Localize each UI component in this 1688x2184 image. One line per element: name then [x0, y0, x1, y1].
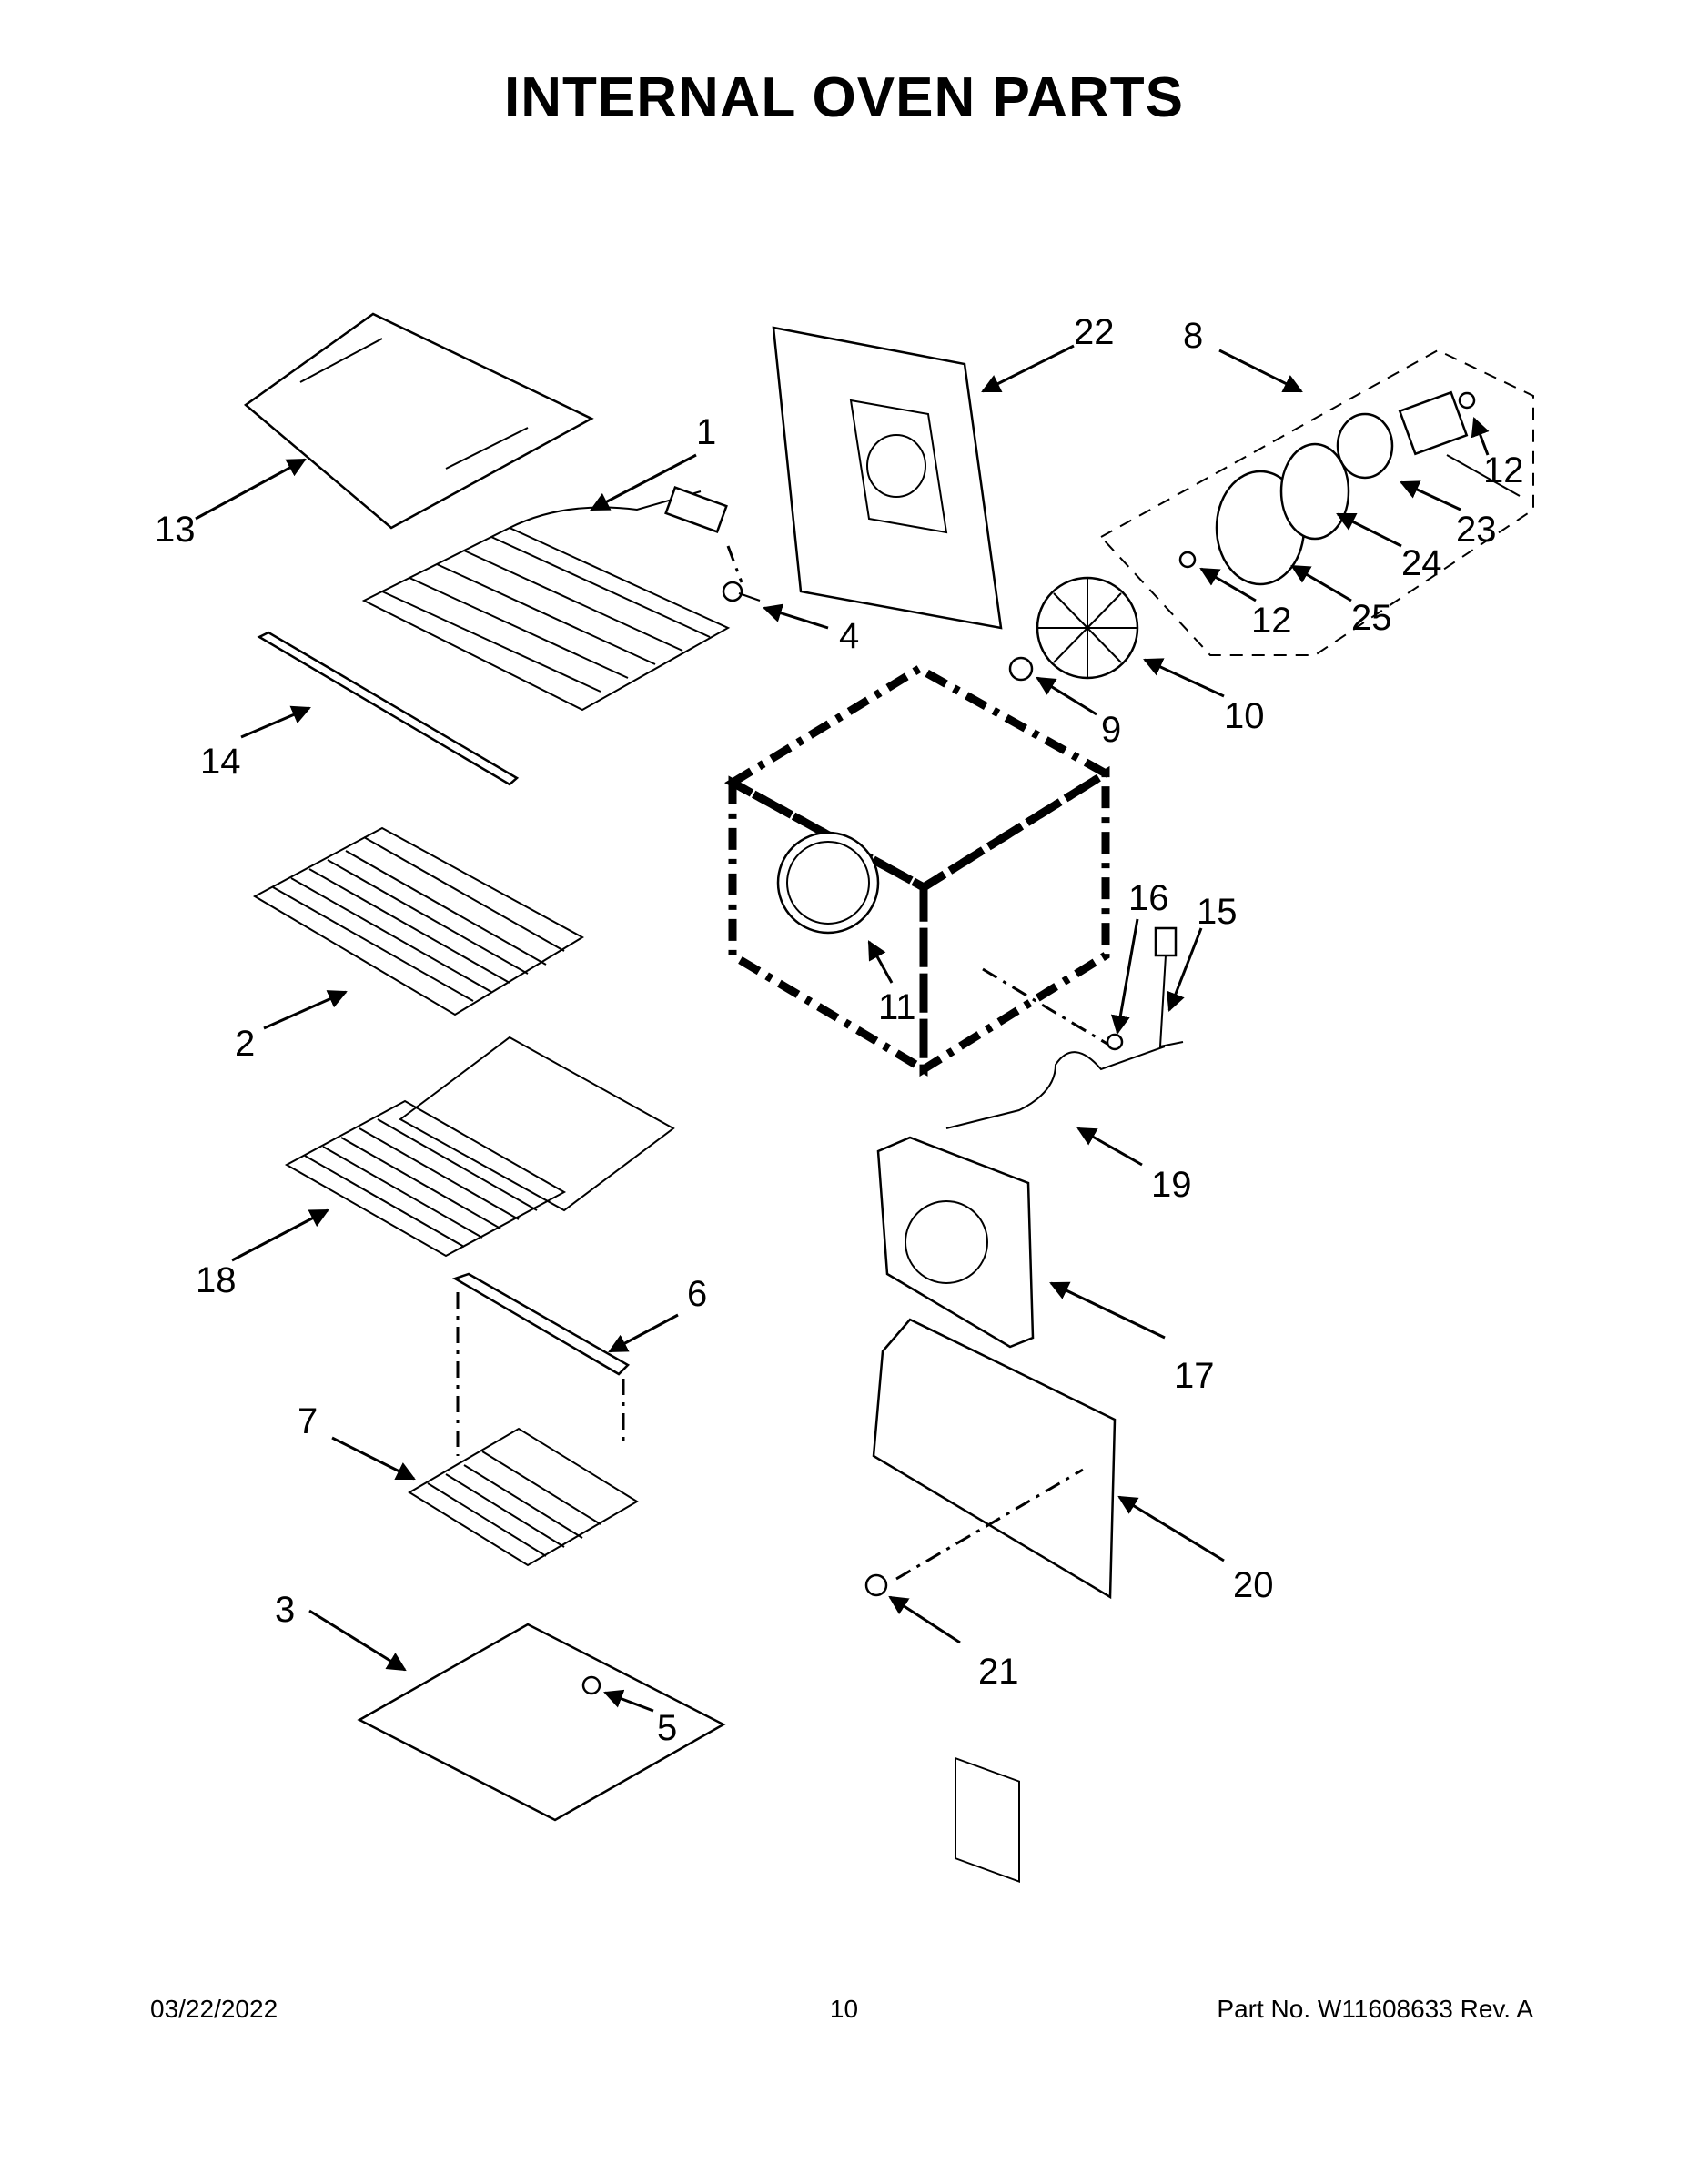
- callout-11: 11: [878, 987, 916, 1027]
- part-14-rail: [257, 631, 520, 786]
- part-15-sensor-harness: [1154, 926, 1184, 1048]
- part-20-rear-cover: [872, 1318, 1117, 1884]
- leader-lines: [195, 344, 1490, 1713]
- callout-6: 6: [687, 1274, 707, 1314]
- footer-page-number: 10: [829, 1995, 859, 2023]
- callout-18: 18: [196, 1260, 237, 1300]
- part-4-screw: [722, 581, 761, 602]
- footer-part-number: Part No. W11608633 Rev. A: [1217, 1995, 1533, 2023]
- callout-23: 23: [1456, 510, 1497, 550]
- callout-19: 19: [1151, 1165, 1192, 1205]
- part-8-motor-assembly-box: [1099, 349, 1534, 656]
- part-23-gasket: [1336, 412, 1394, 480]
- part-10-fan-blade: [1036, 576, 1139, 680]
- callout-12b: 12: [1251, 601, 1292, 641]
- part-18-sliding-rack: [284, 1036, 675, 1258]
- part-5-screw: [581, 1675, 601, 1695]
- callout-4: 4: [839, 616, 859, 656]
- part-12-screw-a: [1458, 391, 1476, 410]
- callout-24: 24: [1401, 543, 1442, 583]
- callout-13: 13: [155, 510, 196, 550]
- callout-21: 21: [978, 1652, 1019, 1692]
- part-13-top-shield: [243, 312, 594, 530]
- part-6-bracket: [451, 1272, 631, 1456]
- part-7-bake-element: [408, 1427, 639, 1567]
- part-16-nut: [1106, 1033, 1124, 1051]
- part-2-oven-rack: [252, 826, 585, 1016]
- part-19-probe: [945, 1046, 1166, 1129]
- callout-3: 3: [275, 1590, 295, 1630]
- part-24-insulation: [1279, 442, 1350, 541]
- part-9-nut: [1008, 656, 1034, 682]
- part-21-screw: [864, 1573, 888, 1597]
- callout-16: 16: [1128, 878, 1169, 918]
- callout-1: 1: [696, 412, 716, 452]
- page-title: INTERNAL OVEN PARTS: [504, 66, 1184, 129]
- footer-date: 03/22/2022: [150, 1995, 278, 2023]
- part-1-broil-element: [361, 486, 743, 712]
- part-motor: [1398, 390, 1521, 497]
- callout-17: 17: [1174, 1356, 1215, 1396]
- callout-2: 2: [235, 1024, 255, 1064]
- callout-7: 7: [298, 1401, 318, 1441]
- part-17-fan-cover: [876, 1136, 1035, 1349]
- callout-5: 5: [657, 1708, 677, 1748]
- callout-12a: 12: [1483, 450, 1524, 490]
- callout-14: 14: [200, 742, 241, 782]
- callout-9: 9: [1101, 710, 1121, 750]
- callout-22: 22: [1074, 312, 1115, 352]
- part-3-bottom-panel: [357, 1623, 726, 1822]
- part-22-rear-panel: [772, 326, 1003, 630]
- callout-20: 20: [1233, 1565, 1274, 1605]
- callout-25: 25: [1351, 598, 1392, 638]
- callout-10: 10: [1224, 696, 1265, 736]
- callout-8: 8: [1183, 316, 1203, 356]
- part-12-screw-b: [1178, 551, 1197, 569]
- part-11-oven-cavity: [724, 663, 1120, 1077]
- callout-15: 15: [1197, 892, 1238, 932]
